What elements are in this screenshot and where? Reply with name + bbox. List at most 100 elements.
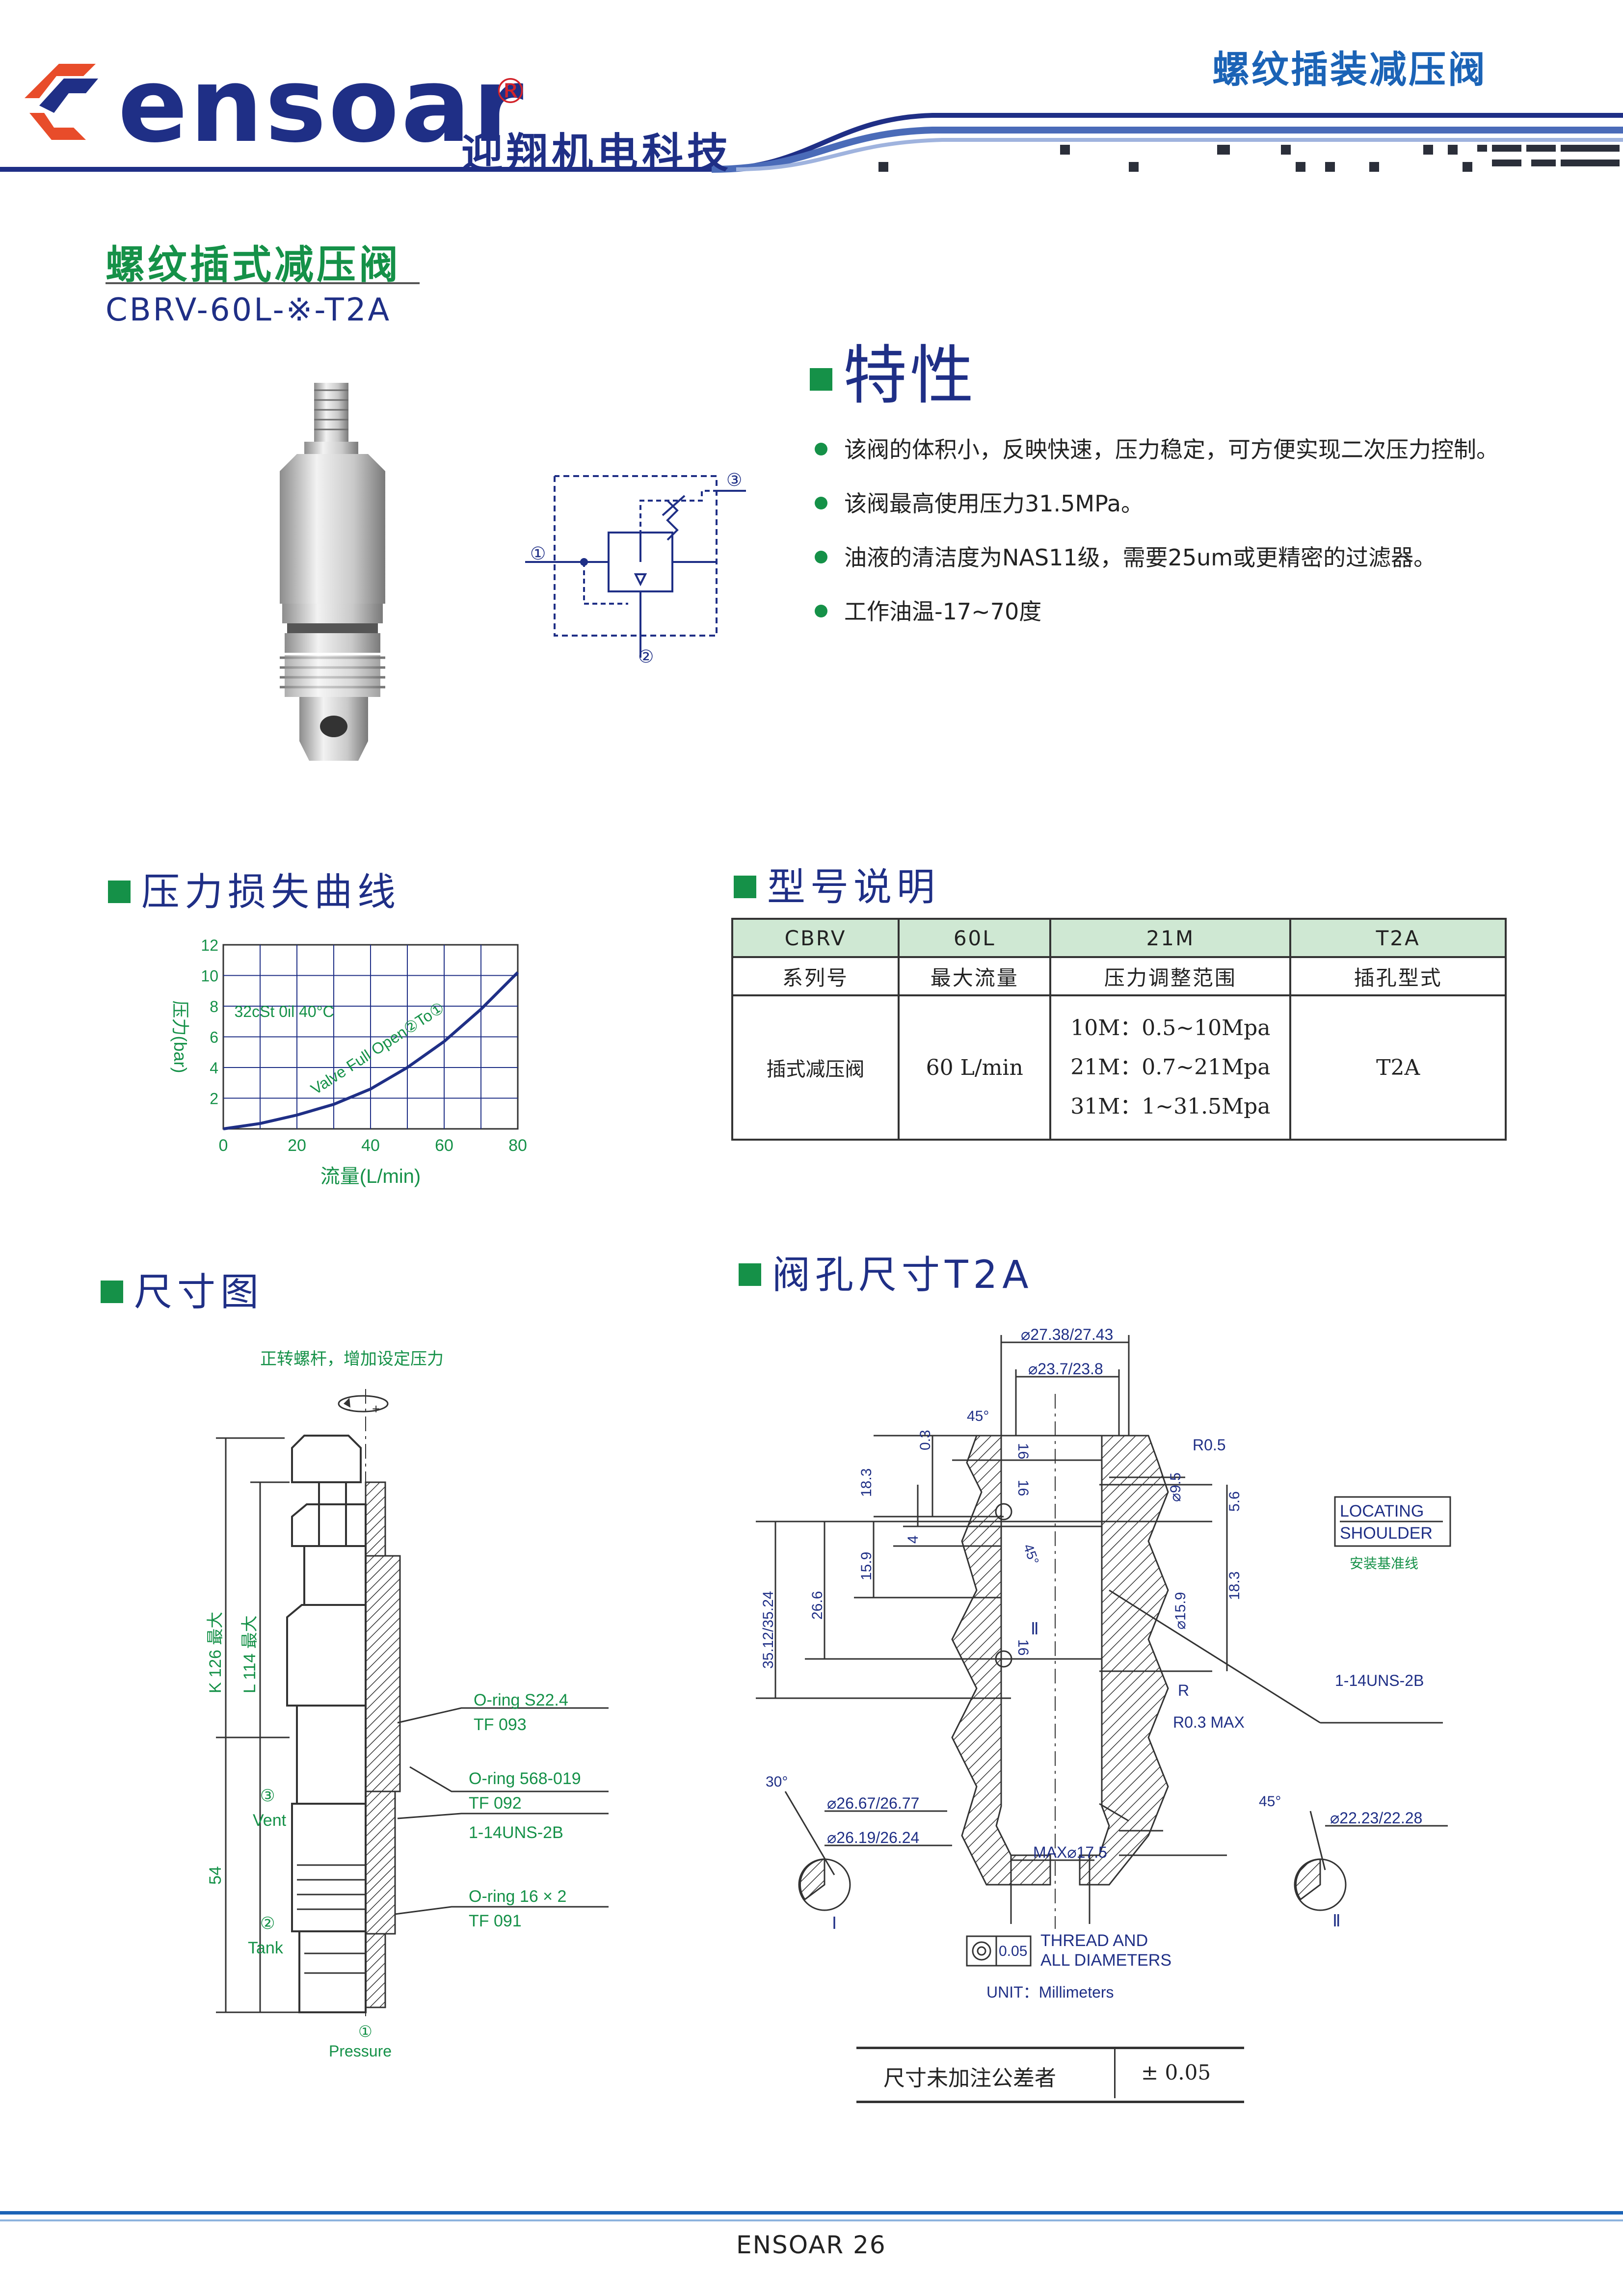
dim-45: 45° — [967, 1408, 989, 1424]
table-row: 插式减压阀 60 L/min 10M：0.5~10Mpa 21M：0.7~21M… — [731, 994, 1507, 1141]
tf-2-label: TF 092 — [469, 1794, 522, 1813]
dimension-heading: 尺寸图 — [101, 1261, 264, 1316]
y-tick-label: 8 — [210, 998, 218, 1015]
thread-note-2: ALL DIAMETERS — [1040, 1951, 1171, 1970]
dim-03: 0.3 — [917, 1430, 933, 1450]
tolerance-label: 尺寸未加注公差者 — [883, 2066, 1056, 2091]
detail-i-label: Ⅰ — [832, 1914, 837, 1933]
mark-ii: Ⅱ — [1031, 1620, 1039, 1638]
bullet-icon — [815, 497, 827, 509]
table-cell: 21M — [1049, 918, 1292, 958]
table-cell: T2A — [1289, 918, 1507, 958]
conc-tol: 0.05 — [999, 1943, 1027, 1959]
locating-text-2: SHOULDER — [1340, 1524, 1433, 1543]
table-cell: 60L — [898, 918, 1052, 958]
dim-d2619: ⌀26.19/26.24 — [827, 1829, 919, 1846]
locating-text-1: LOCATING — [1340, 1502, 1424, 1521]
table-cell: 插孔型式 — [1289, 956, 1507, 996]
product-photo — [280, 383, 385, 761]
concentricity-icon — [972, 1941, 991, 1961]
curve-series-line — [223, 971, 519, 1130]
dim-d159: ⌀15.9 — [1172, 1592, 1189, 1629]
dim-45b: 45° — [1020, 1542, 1042, 1566]
table-row: 系列号 最大流量 压力调整范围 插孔型式 — [731, 956, 1507, 996]
section-square-icon — [108, 881, 131, 903]
table-cell: T2A — [1289, 994, 1507, 1141]
y-tick-label: 6 — [210, 1029, 218, 1046]
tf-3-label: TF 091 — [469, 1912, 522, 1930]
section-square-icon — [739, 1263, 761, 1286]
category-title: 螺纹插装减压阀 — [1212, 48, 1487, 91]
table-row: CBRV 60L 21M T2A — [731, 918, 1507, 958]
x-tick-label: 60 — [435, 1136, 453, 1155]
dim-d2667: ⌀26.67/26.77 — [827, 1794, 919, 1812]
locating-cn: 安装基准线 — [1350, 1556, 1418, 1571]
logo-icon — [25, 64, 98, 140]
dim-4: 4 — [905, 1535, 921, 1544]
page-footer: ENSOAR 26 — [736, 2231, 886, 2259]
tf-1-label: TF 093 — [474, 1715, 527, 1734]
y-tick-label: 12 — [201, 936, 218, 954]
dimension-drawing: 正转螺杆，增加设定压力 - + K 126 最大 L 114 最大 54 — [206, 1350, 609, 2060]
dim-30: 30° — [766, 1774, 788, 1790]
locating-box — [1334, 1496, 1451, 1547]
table-cell: 系列号 — [731, 956, 900, 996]
feature-item: 该阀最高使用压力31.5MPa。 — [815, 486, 1144, 518]
dim-183: 18.3 — [858, 1468, 875, 1497]
table-cell: 最大流量 — [898, 956, 1052, 996]
x-tick-label: 80 — [508, 1136, 527, 1155]
dim-d1: ⌀27.38/27.43 — [1021, 1326, 1113, 1343]
curve-annotation: 32cSt 0il 40°C — [235, 1003, 334, 1020]
pressure-number: ① — [358, 2023, 372, 2040]
dim-3524: 35.12/35.24 — [760, 1591, 776, 1669]
pressure-curve-heading: 压力损失曲线 — [108, 861, 400, 916]
dim-d2223: ⌀22.23/22.28 — [1330, 1809, 1422, 1827]
feature-item: 油液的清洁度为NAS11级，需要25um或更精密的过滤器。 — [815, 540, 1436, 572]
table-cell-ranges: 10M：0.5~10Mpa 21M：0.7~21Mpa 31M：1~31.5Mp… — [1049, 994, 1292, 1141]
logo-wordmark: ensoar — [118, 45, 526, 165]
vent-label: Vent — [253, 1811, 287, 1830]
dim-d95: ⌀9.5 — [1168, 1472, 1184, 1502]
cavity-heading: 阀孔尺寸T2A — [739, 1244, 1034, 1299]
table-cell: 插式减压阀 — [731, 994, 900, 1141]
dim-16a: 16 — [1015, 1443, 1031, 1459]
bullet-icon — [815, 551, 827, 563]
dim-159: 15.9 — [858, 1552, 875, 1580]
table-cell: CBRV — [731, 918, 900, 958]
cavity-drawing: ⌀27.38/27.43 ⌀23.7/23.8 45° R0.5 0.3 18.… — [756, 1326, 1451, 2001]
curve-y-label: 压力(bar) — [170, 1000, 190, 1073]
detail-ii-label: Ⅱ — [1332, 1912, 1341, 1930]
features-heading: 特性 — [810, 324, 977, 416]
thread-note-1: THREAD AND — [1040, 1931, 1148, 1950]
tolerance-box — [856, 2047, 1244, 2103]
registered-mark: ® — [493, 71, 528, 111]
oring-3-label: O-ring 16 × 2 — [469, 1887, 566, 1906]
port-2-label: ② — [638, 646, 654, 667]
oring-2-label: O-ring 568-019 — [469, 1769, 581, 1788]
y-tick-label: 4 — [210, 1059, 218, 1077]
table-cell: 压力调整范围 — [1049, 956, 1292, 996]
bullet-icon — [815, 443, 827, 455]
x-tick-label: 40 — [361, 1136, 380, 1155]
unit-note: UNIT：Millimeters — [986, 1983, 1114, 2001]
y-tick-label: 10 — [201, 967, 218, 985]
dim-d2: ⌀23.7/23.8 — [1028, 1360, 1103, 1378]
dim-max175: MAX⌀17.5 — [1033, 1843, 1107, 1861]
oring-1-label: O-ring S22.4 — [474, 1691, 568, 1709]
footer-rule — [0, 2211, 1623, 2215]
thread-label: 1-14UNS-2B — [469, 1823, 563, 1842]
footer-rule-secondary — [0, 2219, 1623, 2221]
header-band — [0, 0, 1623, 173]
dim-45c: 45° — [1259, 1793, 1281, 1810]
product-title: 螺纹插式减压阀 — [106, 242, 401, 288]
dim-183b: 18.3 — [1226, 1572, 1243, 1600]
y-tick-label: 2 — [210, 1090, 218, 1108]
model-code-heading: 型号说明 — [734, 856, 940, 911]
company-name: 迎翔机电科技 — [461, 129, 733, 177]
k-dimension: K 126 最大 — [206, 1612, 225, 1693]
tolerance-frame — [966, 1935, 1032, 1967]
range-item: 31M：1~31.5Mpa — [1070, 1094, 1271, 1119]
feature-item: 工作油温-17~70度 — [815, 594, 1041, 626]
section-square-icon — [101, 1281, 123, 1303]
